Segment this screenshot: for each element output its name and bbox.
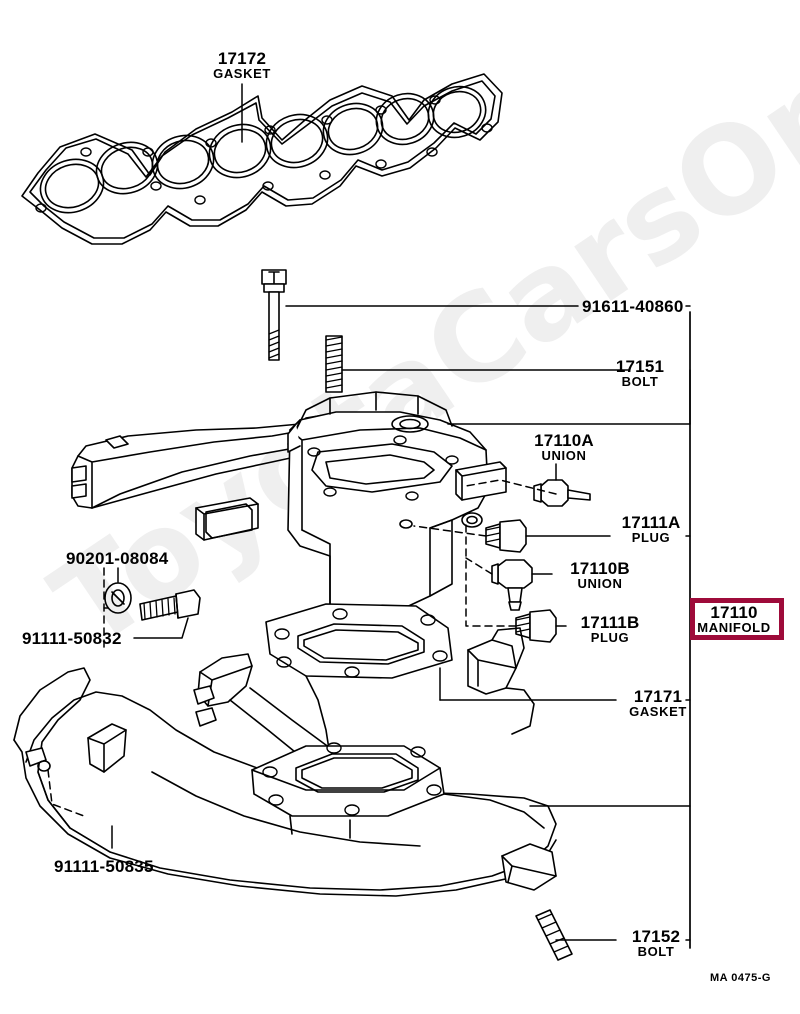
part-illustration-intake-manifold bbox=[71, 391, 507, 615]
label-number: 90201-08084 bbox=[66, 549, 169, 568]
part-illustration-bolt-91611-40860 bbox=[261, 269, 287, 361]
label-subtitle: GASKET bbox=[629, 704, 687, 719]
label-subtitle: MANIFOLD bbox=[697, 620, 771, 635]
label-subtitle: GASKET bbox=[213, 66, 271, 81]
label-bolt-17151: 17151 BOLT bbox=[594, 358, 686, 388]
label-number: 17111A bbox=[621, 513, 681, 532]
label-number: 17172 bbox=[217, 49, 267, 68]
label-washer-90201-08084: 90201-08084 bbox=[66, 550, 168, 567]
label-union-17110B: 17110B UNION bbox=[552, 560, 648, 590]
label-union-17110A: 17110A UNION bbox=[512, 432, 616, 462]
label-bolt-91611-40860: 91611-40860 bbox=[582, 298, 683, 315]
label-number: 91611-40860 bbox=[582, 297, 684, 316]
part-illustration-plug-17111B bbox=[515, 609, 557, 643]
label-number: 17110 bbox=[710, 603, 758, 622]
label-bolt-17152: 17152 BOLT bbox=[614, 928, 698, 958]
label-number: 17110B bbox=[570, 559, 630, 578]
part-illustration-gasket-17171 bbox=[265, 603, 453, 679]
part-illustration-plug-17111A bbox=[485, 519, 527, 553]
part-illustration-gasket-17172 bbox=[21, 73, 503, 245]
label-number: 17111B bbox=[580, 613, 640, 632]
label-subtitle: UNION bbox=[577, 576, 623, 591]
label-gasket-17171: 17171 GASKET bbox=[614, 688, 702, 718]
label-subtitle: BOLT bbox=[621, 374, 659, 389]
label-plug-17111A: 17111A PLUG bbox=[608, 514, 694, 544]
highlight-box-17110 bbox=[690, 598, 784, 640]
part-illustration-bolt-91111-50832 bbox=[139, 589, 201, 621]
label-subtitle: BOLT bbox=[637, 944, 675, 959]
label-bolt-91111-50835: 91111-50835 bbox=[54, 858, 154, 875]
label-number: 91111-50832 bbox=[22, 629, 122, 648]
part-illustration-exhaust-manifold bbox=[13, 627, 557, 897]
part-illustration-bolt-17152 bbox=[535, 909, 573, 961]
part-illustration-union-17110A bbox=[533, 479, 591, 507]
label-number: 17151 bbox=[615, 357, 665, 376]
label-gasket-17172: 17172 GASKET bbox=[192, 50, 292, 80]
part-illustration-washer-90201-08084 bbox=[104, 582, 132, 614]
label-number: 17110A bbox=[534, 431, 594, 450]
label-manifold-17110: 17110 MANIFOLD bbox=[692, 604, 776, 634]
label-subtitle: UNION bbox=[541, 448, 587, 463]
label-number: 17171 bbox=[633, 687, 683, 706]
label-plug-17111B: 17111B PLUG bbox=[566, 614, 654, 644]
part-illustration-bolt-17151 bbox=[325, 335, 343, 393]
label-bolt-91111-50832: 91111-50832 bbox=[22, 630, 122, 647]
drawing-code: MA 0475-G bbox=[710, 972, 771, 984]
label-subtitle: PLUG bbox=[631, 530, 671, 545]
label-subtitle: PLUG bbox=[590, 630, 630, 645]
label-number: 91111-50835 bbox=[54, 857, 154, 876]
part-illustration-union-17110B bbox=[491, 559, 533, 611]
label-number: 17152 bbox=[631, 927, 681, 946]
